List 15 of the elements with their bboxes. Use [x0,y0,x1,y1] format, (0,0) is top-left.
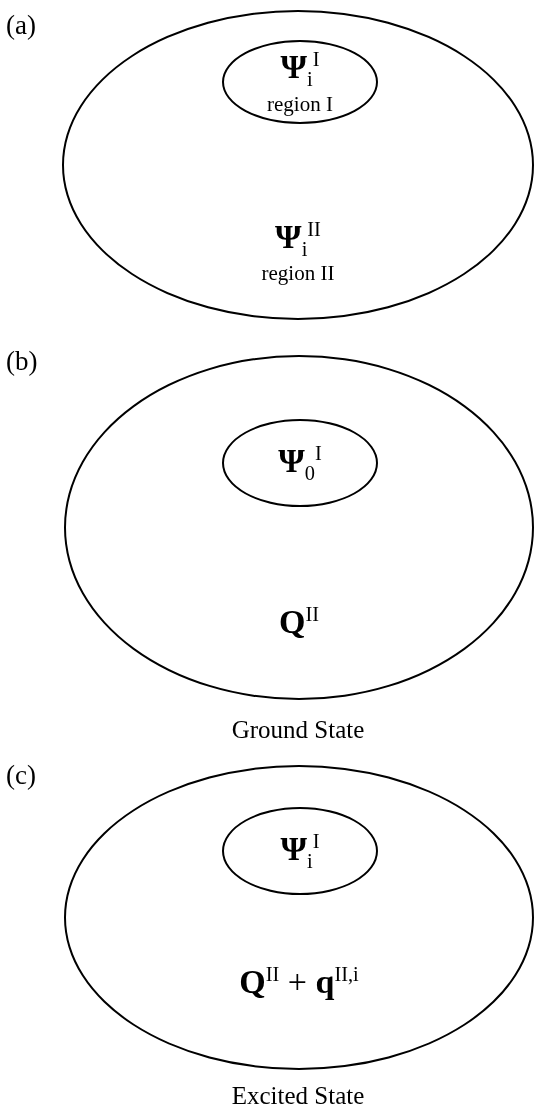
formula-label: Q$^{II}$ + q$^{II,i}$ [239,962,359,1002]
ellipse [64,355,534,700]
ellipse [222,807,378,895]
panel-label: (a) [6,10,36,41]
ellipse [64,765,534,1070]
state-caption: Ground State [231,716,365,744]
ellipse [222,419,378,507]
state-caption: Excited State [231,1082,365,1110]
panel-label: (b) [6,346,38,377]
formula-label: Q$^{II}$ [278,602,319,642]
region-label: region II [261,261,335,287]
panel-label: (c) [6,760,36,791]
region-label: region I [267,91,333,117]
ellipse [62,10,534,320]
ellipse [222,40,378,124]
